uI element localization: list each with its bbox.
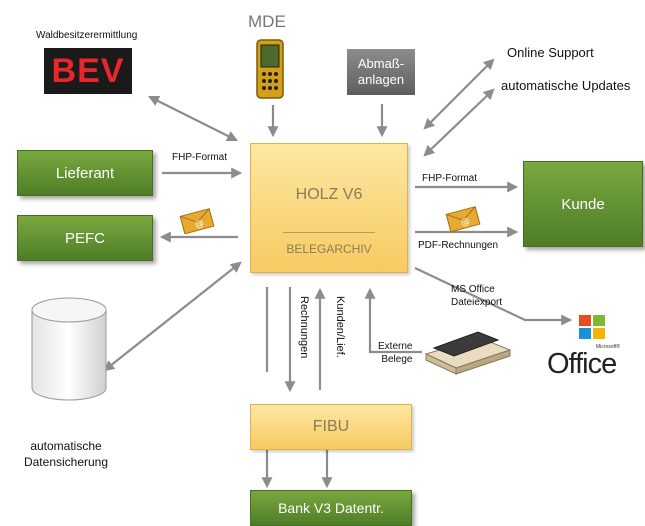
- bev-logo: BEV: [44, 48, 132, 94]
- scanner-icon: [422, 328, 514, 381]
- fibu-box: FIBU: [250, 404, 412, 450]
- pdf-rechnungen-label: PDF-Rechnungen: [418, 240, 499, 251]
- arrow-center-backup: [103, 261, 242, 372]
- pefc-box: PEFC: [17, 215, 153, 261]
- lieferant-box: Lieferant: [17, 150, 153, 196]
- online-support-label: Online Support: [507, 45, 594, 60]
- office-logo-icon: [577, 313, 607, 346]
- fhp-format-right-label: FHP-Format: [422, 173, 477, 184]
- microsoft-brand: Microsoft®: [596, 344, 620, 350]
- bev-logo-text: BEV: [51, 51, 125, 90]
- online-updates-label: automatische Updates: [501, 78, 631, 93]
- bank-box: Bank V3 Datentr.: [250, 490, 412, 526]
- ms-office-line2: Dateiexport: [451, 297, 503, 308]
- backup-label: automatische Datensicherung: [23, 439, 109, 469]
- database-cylinder-icon: [29, 296, 109, 409]
- kunden-lief-label: Kunden/Lief.: [334, 296, 346, 358]
- arrow-online-support: [423, 58, 495, 130]
- email-icon-pefc: @: [178, 208, 218, 239]
- externe-belege-label: Externe Belege: [378, 341, 413, 365]
- bev-heading: Waldbesitzerermittlung: [36, 30, 138, 41]
- holz-v6-box: HOLZ V6 BELEGARCHIV: [250, 143, 408, 273]
- kunde-box: Kunde: [523, 161, 643, 247]
- ms-office-export-label: MS Office Dateiexport: [451, 283, 502, 309]
- office-logo-text: Office: [547, 348, 617, 380]
- abmass-box: Abmaß- anlagen: [347, 49, 415, 95]
- rechnungen-label: Rechnungen: [298, 296, 310, 359]
- mde-label: MDE: [248, 12, 286, 31]
- holz-v6-title: HOLZ V6: [295, 186, 363, 203]
- arrow-online-updates: [423, 88, 495, 157]
- email-icon-kunde: @: [444, 206, 484, 237]
- belegarchiv-label: BELEGARCHIV: [286, 242, 372, 256]
- arrow-bev-center: [148, 96, 238, 141]
- svg-text:@: @: [460, 217, 471, 229]
- divider: [283, 232, 375, 233]
- ms-office-line1: MS Office: [451, 284, 495, 295]
- arrow-center-office: [414, 267, 573, 326]
- svg-text:@: @: [194, 219, 205, 231]
- arrow-scanner-center: [364, 287, 422, 354]
- fhp-format-left-label: FHP-Format: [172, 152, 227, 163]
- mde-device-icon: [255, 38, 285, 100]
